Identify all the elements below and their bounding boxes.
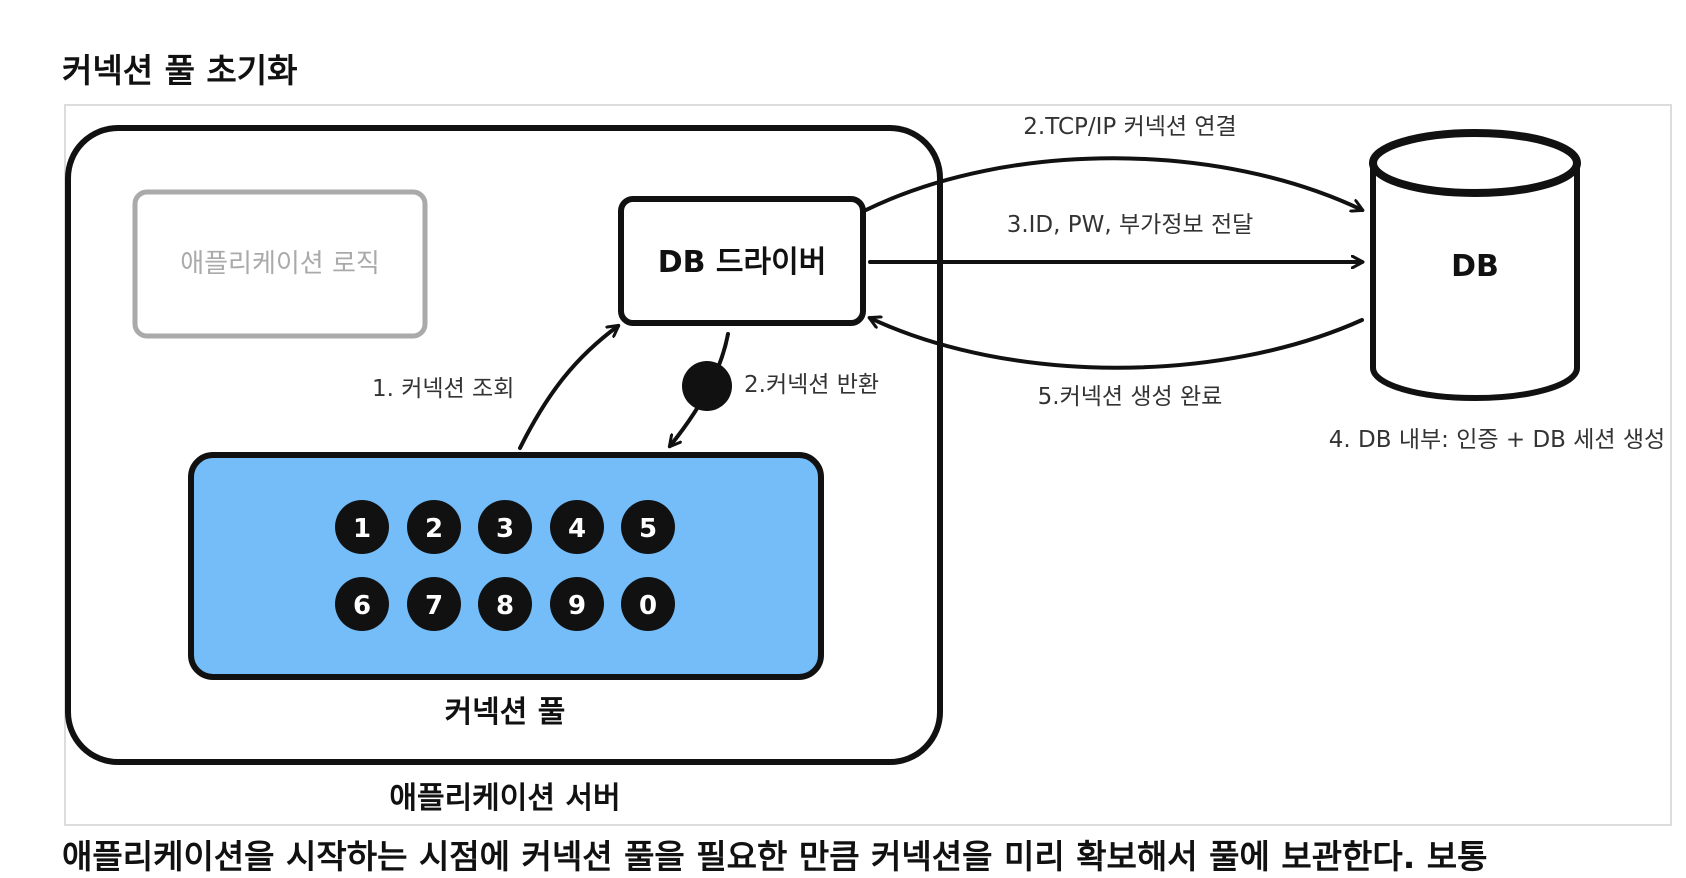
database-label: DB: [1451, 249, 1499, 284]
lookup-label: 1. 커넥션 조회: [372, 376, 514, 402]
connection-7: 7: [407, 577, 461, 631]
svg-text:3: 3: [496, 514, 514, 544]
svg-text:2: 2: [425, 514, 443, 544]
db-internal-label: 4. DB 내부: 인증 + DB 세션 생성: [1329, 427, 1665, 453]
database-cylinder: [1369, 129, 1581, 401]
connection-0: 0: [621, 577, 675, 631]
auth-info-label: 3.ID, PW, 부가정보 전달: [1007, 212, 1254, 238]
connection-complete-label: 5.커넥션 생성 완료: [1038, 384, 1223, 410]
connection-pool-box: [188, 452, 824, 680]
connection-5: 5: [621, 500, 675, 554]
returned-connection-dot: [682, 361, 732, 411]
lookup-arrow: [518, 326, 618, 450]
connection-complete-arrow: [870, 318, 1364, 370]
app-logic-box: [132, 189, 428, 339]
connection-4: 4: [550, 500, 604, 554]
return-label: 2.커넥션 반환: [744, 372, 879, 398]
connection-6: 6: [335, 577, 389, 631]
connection-1: 1: [335, 500, 389, 554]
body-paragraph-partial: 애플리케이션을 시작하는 시점에 커넥션 풀을 필요한 만큼 커넥션을 미리 확…: [62, 837, 1488, 876]
connection-2: 2: [407, 500, 461, 554]
svg-text:7: 7: [425, 591, 443, 621]
svg-text:6: 6: [353, 591, 371, 621]
connection-pool-diagram: 애플리케이션 서버 애플리케이션 로직 DB 드라이버 커넥션 풀 1 2 3 …: [65, 114, 1665, 816]
svg-text:1: 1: [353, 514, 371, 544]
section-heading: 커넥션 풀 초기화: [62, 51, 298, 90]
app-server-label: 애플리케이션 서버: [389, 781, 620, 816]
svg-text:0: 0: [639, 591, 657, 621]
app-logic-label: 애플리케이션 로직: [180, 249, 380, 279]
db-driver-label: DB 드라이버: [658, 245, 827, 280]
svg-text:9: 9: [568, 591, 586, 621]
svg-text:4: 4: [568, 514, 586, 544]
svg-text:5: 5: [639, 514, 657, 544]
db-driver-box: [618, 196, 866, 326]
tcp-connect-label: 2.TCP/IP 커넥션 연결: [1023, 114, 1236, 140]
svg-text:8: 8: [496, 591, 514, 621]
connection-3: 3: [478, 500, 532, 554]
tcp-connect-arrow: [864, 156, 1362, 210]
connection-9: 9: [550, 577, 604, 631]
connection-pool-label: 커넥션 풀: [445, 695, 566, 730]
connection-8: 8: [478, 577, 532, 631]
